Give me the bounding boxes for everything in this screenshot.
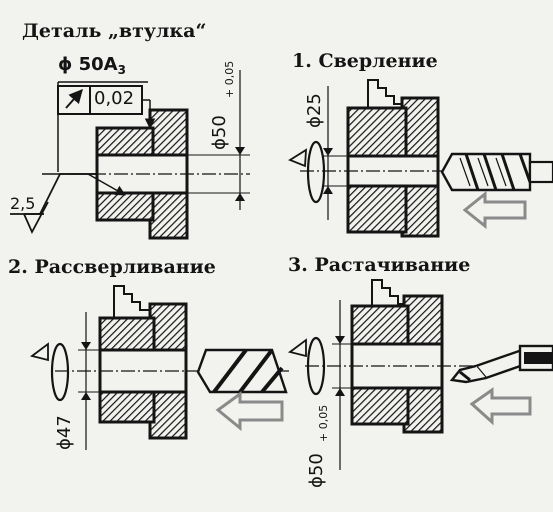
feed-arrow-icon bbox=[462, 190, 527, 230]
boring-tool-icon bbox=[449, 344, 553, 384]
drill-diameter-label: ϕ25 bbox=[304, 93, 325, 128]
runout-frame bbox=[57, 85, 156, 130]
chuck-jaw-icon bbox=[367, 79, 403, 109]
redrilling-panel bbox=[29, 285, 290, 450]
redrilling-title: 2. Рассверливание bbox=[8, 256, 216, 278]
drilling-panel bbox=[288, 79, 553, 238]
roughness-symbol bbox=[10, 173, 97, 235]
boring-panel bbox=[287, 279, 553, 470]
outer-tolerance: + 0,05 bbox=[223, 60, 236, 98]
fit-label: ϕ 50A3 bbox=[58, 54, 126, 77]
feed-arrow-icon bbox=[469, 387, 532, 426]
roughness-value: 2,5 bbox=[10, 194, 36, 213]
chuck-jaw-icon bbox=[113, 285, 151, 319]
twist-drill-icon bbox=[440, 152, 553, 192]
bore-diameter-label: ϕ50 bbox=[306, 453, 327, 488]
feed-arrow-icon bbox=[215, 391, 284, 432]
outer-diameter-label: ϕ50 bbox=[209, 115, 230, 150]
redrill-diameter-label: ϕ47 bbox=[54, 415, 75, 450]
boring-title: 3. Растачивание bbox=[288, 254, 471, 276]
runout-value: 0,02 bbox=[94, 88, 135, 109]
rotation-arrow-icon bbox=[287, 336, 326, 396]
chuck-jaw-icon bbox=[371, 279, 407, 309]
rotation-arrow-icon bbox=[288, 140, 326, 204]
fit-value: ϕ 50A bbox=[58, 54, 118, 75]
fit-subscript: 3 bbox=[117, 63, 126, 77]
runout-arrow-icon bbox=[65, 88, 83, 109]
part-title: Деталь „втулка“ bbox=[22, 20, 207, 42]
part-wall-bottom bbox=[95, 191, 155, 222]
twist-drill-icon bbox=[196, 348, 288, 394]
rotation-arrow-icon bbox=[29, 342, 70, 402]
part-drawing bbox=[10, 70, 250, 240]
part-wall-top bbox=[95, 126, 155, 157]
drilling-title: 1. Сверление bbox=[292, 50, 438, 72]
bore-tolerance: + 0,05 bbox=[317, 404, 330, 442]
